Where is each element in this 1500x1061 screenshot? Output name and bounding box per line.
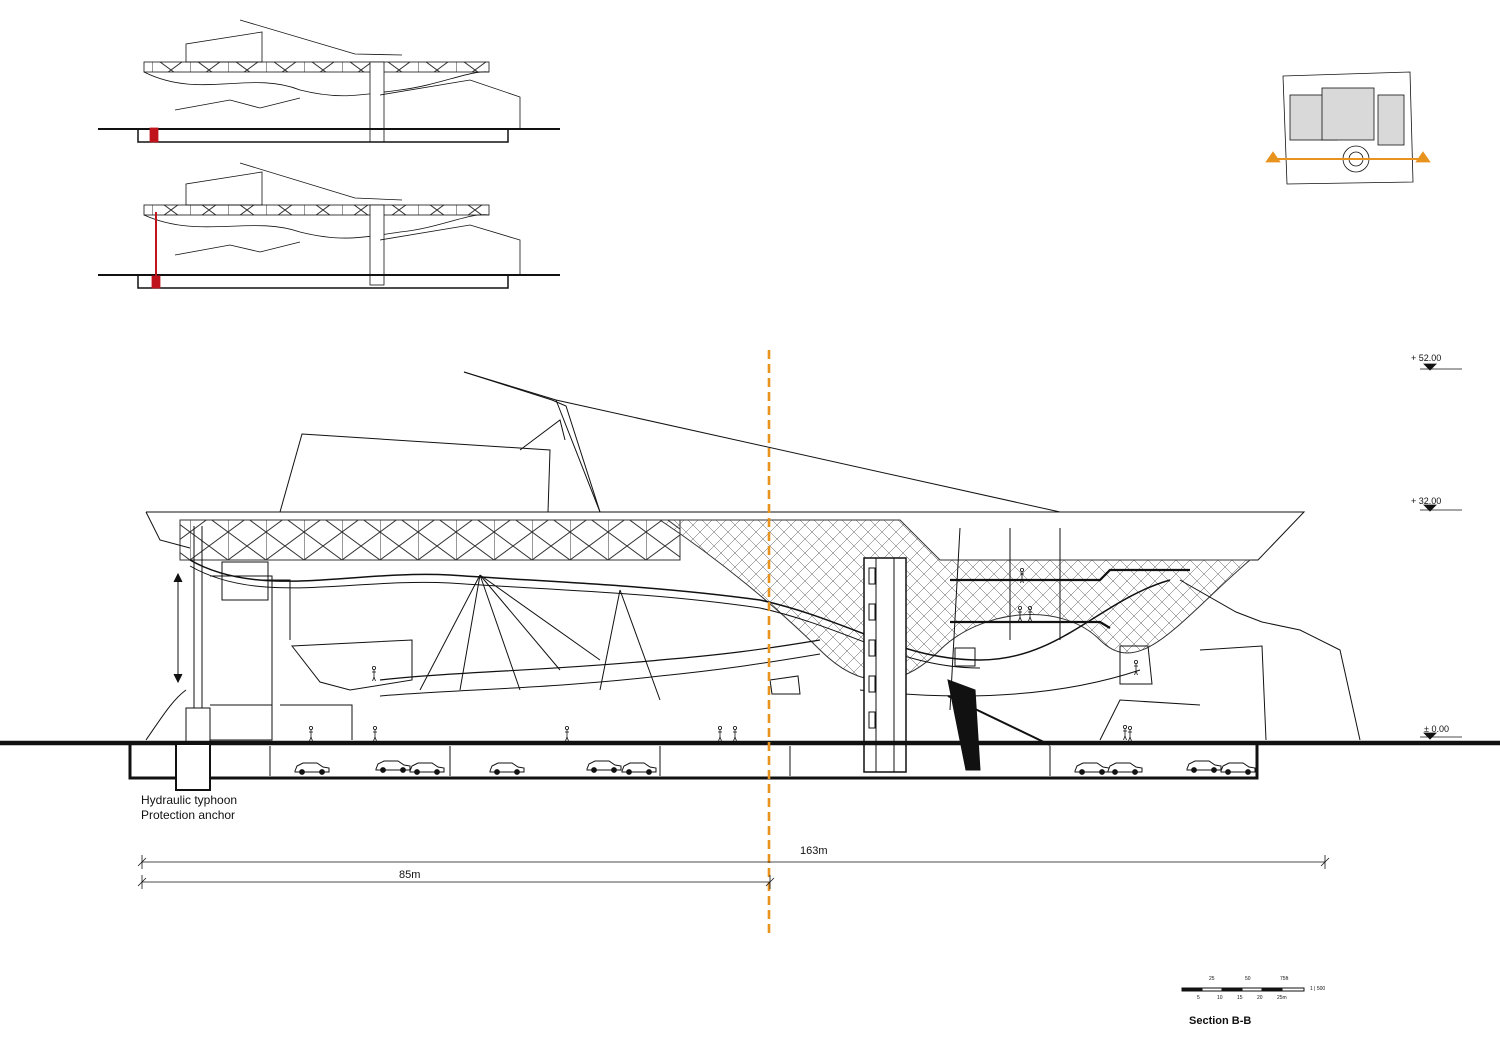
scale-top-tick-2: 50 — [1245, 976, 1251, 982]
mini-section-1 — [98, 19, 560, 143]
anchor-label-line2: Protection anchor — [141, 808, 236, 822]
main-section — [0, 371, 1500, 791]
scale-top-tick-1: 25 — [1209, 976, 1215, 982]
drawing-title: Section B-B — [1189, 1015, 1252, 1027]
scale-bottom-tick-1: 5 — [1197, 995, 1200, 1001]
anchor-label-line1: Hydraulic typhoon — [141, 793, 238, 807]
scale-ratio: 1 | 500 — [1310, 986, 1326, 992]
level-label-top: + 52.00 — [1411, 353, 1442, 363]
level-label-roof: + 32.00 — [1411, 496, 1442, 506]
scale-bar — [1181, 987, 1305, 992]
level-label-ground: ± 0.00 — [1424, 724, 1449, 734]
dimension-partial: 85m — [399, 869, 421, 881]
scale-bottom-tick-2: 10 — [1217, 995, 1223, 1001]
dimension-overall: 163m — [800, 845, 828, 857]
dimension-lines — [137, 855, 1330, 889]
mini-section-2 — [98, 162, 560, 289]
scale-top-tick-3: 75ft — [1280, 976, 1289, 982]
scale-bottom-tick-3: 15 — [1237, 995, 1243, 1001]
scale-bottom-tick-4: 20 — [1257, 995, 1263, 1001]
scale-bottom-tick-5: 25m — [1277, 995, 1287, 1001]
level-markers — [1420, 363, 1462, 740]
key-plan — [1265, 71, 1431, 185]
